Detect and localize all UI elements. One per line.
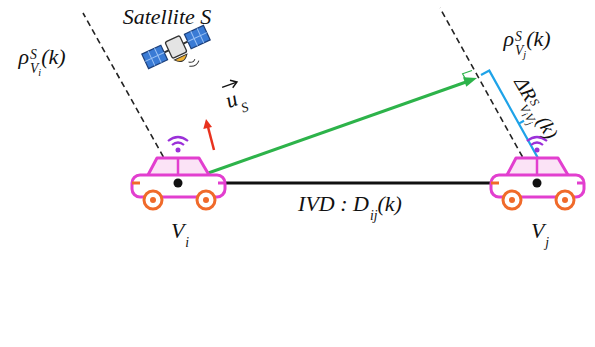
- vehicle-icon: [132, 137, 225, 209]
- subscript: i: [185, 235, 189, 250]
- subscript: ij: [370, 208, 378, 223]
- superscript-row: S: [239, 100, 250, 115]
- math-text: Satellite S: [123, 4, 212, 29]
- subscript-row: Vi: [30, 62, 41, 76]
- pseudorange-label: ρSVj(k): [503, 26, 550, 57]
- subscript: j: [545, 235, 549, 250]
- math-text: IVD : D: [298, 191, 369, 216]
- subscript-row: j: [545, 236, 549, 250]
- superscript-row: S: [30, 48, 41, 62]
- math-text: (k): [526, 26, 550, 51]
- math-text: V: [531, 218, 544, 243]
- satellite-icon: [141, 24, 217, 83]
- math-text: (k): [41, 44, 65, 69]
- math-text: V: [171, 218, 184, 243]
- baseline-vector: [180, 82, 466, 183]
- superscript: S: [515, 29, 522, 44]
- title-label: Satellite S: [123, 4, 212, 29]
- ivd-line: [178, 182, 537, 185]
- subscript: V: [30, 61, 38, 76]
- superscript-row: [545, 222, 549, 236]
- unit-vector: [208, 127, 214, 150]
- arrow-head: [203, 119, 212, 129]
- subscript: i: [38, 67, 41, 78]
- vehicle-icon: [491, 137, 584, 209]
- pseudorange-label: ρSVi(k): [18, 44, 65, 75]
- math-text: (k): [378, 191, 402, 216]
- range-diff-label: ΔRSViVj(k): [505, 73, 563, 146]
- math-text: ρ: [18, 44, 29, 69]
- script-stack: ij: [370, 195, 378, 222]
- subscript: j: [523, 49, 526, 60]
- distance-label: IVD : Dij(k): [298, 191, 402, 222]
- math-text: u: [221, 86, 240, 113]
- subscript-row: i: [185, 236, 189, 250]
- math-text: ρ: [503, 26, 514, 51]
- script-stack: S: [239, 100, 255, 128]
- subscript: V: [515, 43, 523, 58]
- right-angle-mark: [463, 71, 472, 83]
- superscript: S: [238, 99, 250, 115]
- vehicle-label: Vi: [171, 218, 189, 249]
- subscript-row: ij: [370, 209, 378, 223]
- subscript-row: [243, 113, 254, 128]
- superscript-row: [370, 195, 378, 209]
- script-stack: SVj: [515, 30, 526, 57]
- superscript: S: [30, 47, 37, 62]
- vehicle-label: Vj: [531, 218, 549, 249]
- superscript-row: [185, 222, 189, 236]
- superscript-row: S: [515, 30, 526, 44]
- subscript-row: Vj: [515, 44, 526, 58]
- script-stack: i: [185, 222, 189, 249]
- vector-label: uS: [221, 84, 254, 133]
- script-stack: SVi: [30, 48, 41, 75]
- script-stack: j: [545, 222, 549, 249]
